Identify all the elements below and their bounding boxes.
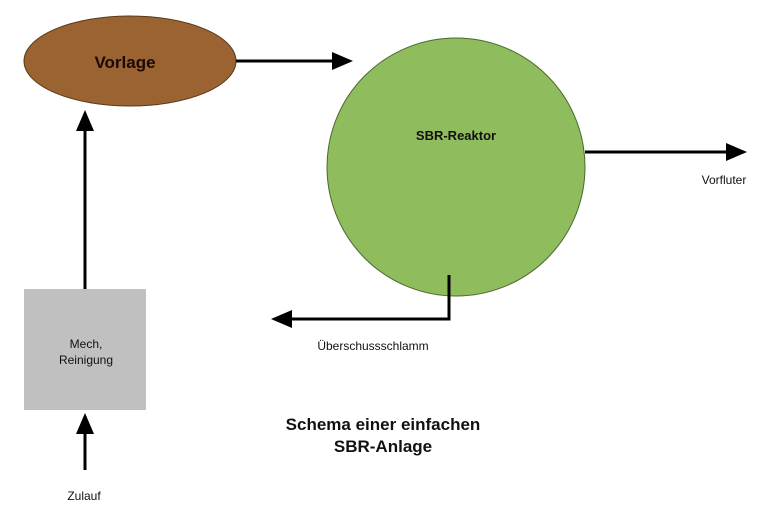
vorlage-label: Vorlage [94, 53, 155, 72]
title-line1: Schema einer einfachen [286, 415, 481, 434]
mech-label-line1: Mech, [70, 337, 103, 351]
title-line2: SBR-Anlage [334, 437, 432, 456]
sbr-reaktor-circle [326, 37, 586, 297]
zulauf-label: Zulauf [67, 489, 101, 503]
mech-reinigung-box [24, 289, 146, 410]
schlamm-label: Überschussschlamm [317, 339, 428, 353]
sbr-reaktor-label: SBR-Reaktor [416, 128, 496, 143]
mech-label-line2: Reinigung [59, 353, 113, 367]
arrow-schlamm [271, 275, 451, 328]
vorfluter-label: Vorfluter [702, 173, 747, 187]
